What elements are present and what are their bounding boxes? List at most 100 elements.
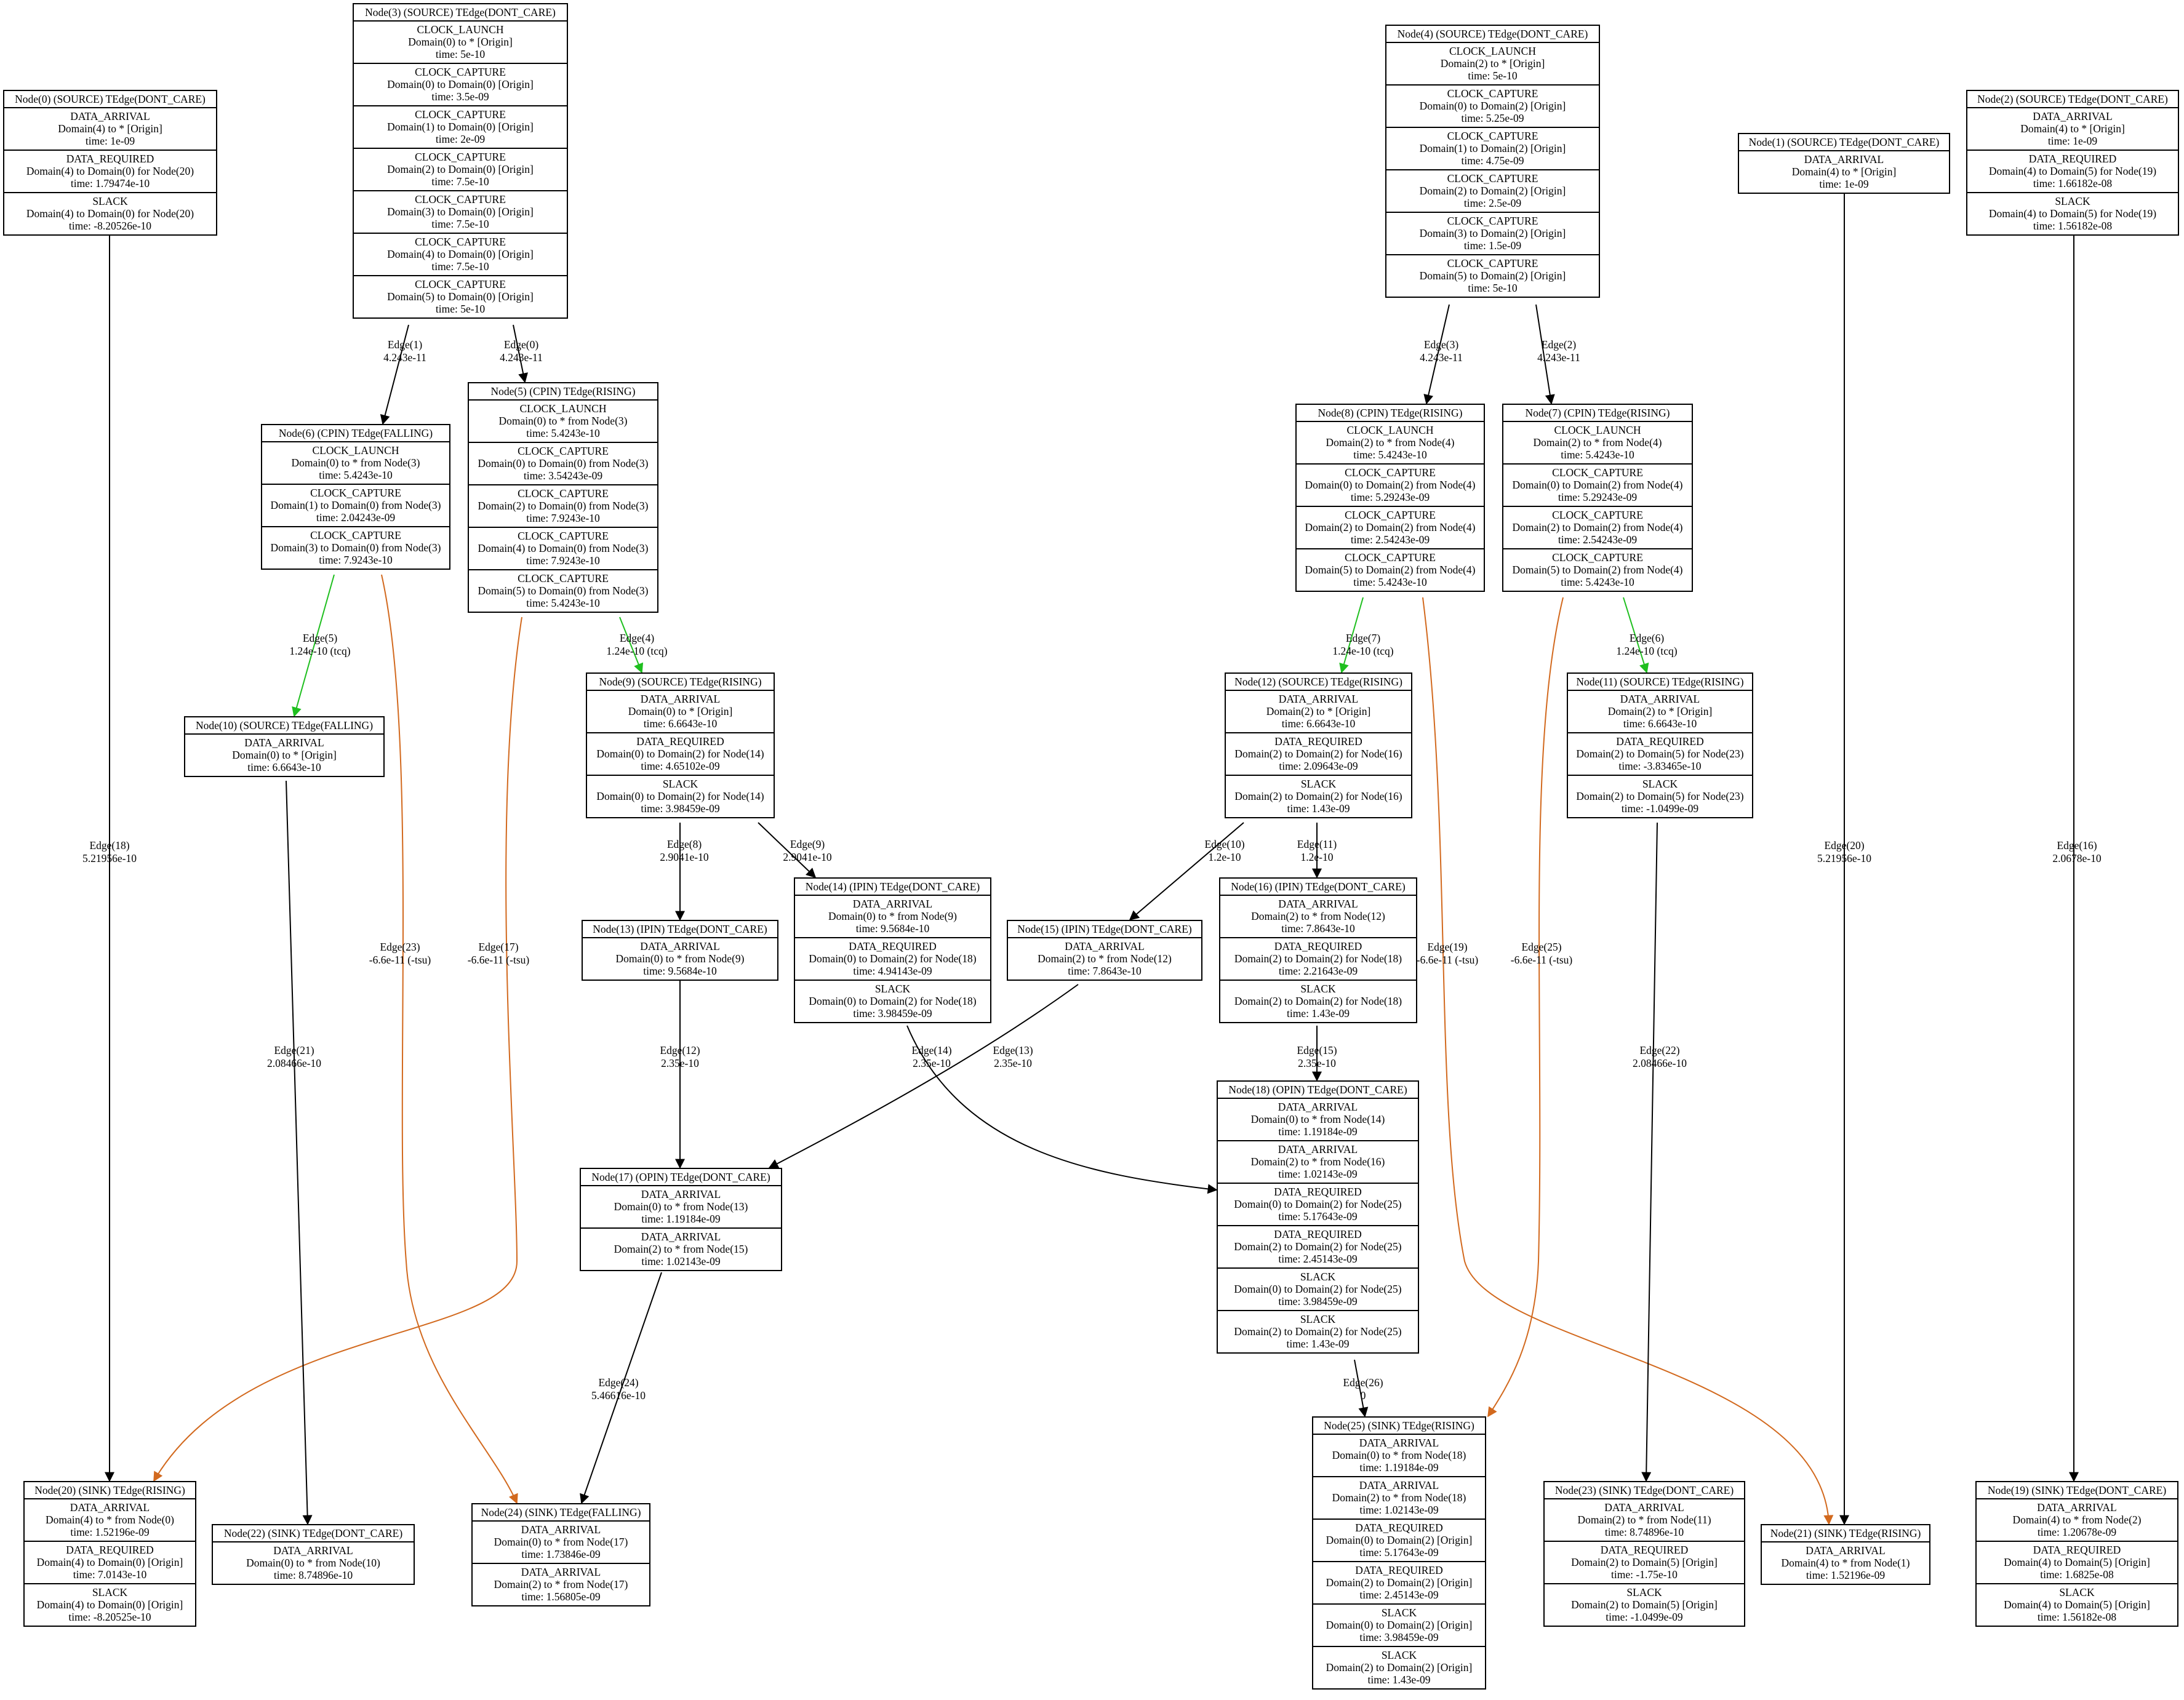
timing-node-22[interactable]: Node(22) (SINK) TEdge(DONT_CARE)DATA_ARR…: [212, 1524, 415, 1585]
edge-15[interactable]: Edge(15)2.35e-10: [1297, 1026, 1337, 1082]
timing-node-5[interactable]: Node(5) (CPIN) TEdge(RISING)CLOCK_LAUNCH…: [468, 382, 658, 613]
edge-line[interactable]: [153, 617, 522, 1482]
edge-9[interactable]: Edge(9)2.9041e-10: [758, 822, 832, 879]
edge-label: Edge(24): [598, 1376, 638, 1389]
edge-23[interactable]: Edge(23)-6.6e-11 (-tsu): [369, 574, 518, 1504]
timing-node-17[interactable]: Node(17) (OPIN) TEdge(DONT_CARE)DATA_ARR…: [580, 1168, 782, 1271]
edge-line[interactable]: [381, 574, 518, 1504]
tag-time: time: 5.4243e-10: [1353, 576, 1427, 588]
edge-25[interactable]: Edge(25)-6.6e-11 (-tsu): [1487, 597, 1572, 1418]
timing-node-14[interactable]: Node(14) (IPIN) TEdge(DONT_CARE)DATA_ARR…: [794, 877, 991, 1023]
tag-time: time: 1.43e-09: [1367, 1674, 1431, 1686]
tag-kind: DATA_REQUIRED: [1274, 1228, 1362, 1240]
edge-delay: 4.243e-11: [383, 351, 426, 364]
edge-5[interactable]: Edge(5)1.24e-10 (tcq): [289, 574, 351, 717]
timing-node-3[interactable]: Node(3) (SOURCE) TEdge(DONT_CARE)CLOCK_L…: [353, 3, 568, 319]
tag-domain: Domain(0) to * from Node(17): [494, 1536, 628, 1548]
edge-line[interactable]: [1535, 304, 1555, 405]
edge-line[interactable]: [1354, 1359, 1369, 1418]
tag-domain: Domain(0) to Domain(2) for Node(14): [596, 748, 764, 760]
edge-24[interactable]: Edge(24)5.46616e-10: [580, 1272, 662, 1504]
timing-node-9[interactable]: Node(9) (SOURCE) TEdge(RISING)DATA_ARRIV…: [586, 672, 775, 818]
timing-node-25[interactable]: Node(25) (SINK) TEdge(RISING)DATA_ARRIVA…: [1312, 1416, 1486, 1690]
edge-line[interactable]: [1422, 597, 1834, 1525]
edge-16[interactable]: Edge(16)2.0678e-10: [2052, 159, 2102, 1482]
edge-label: Edge(2): [1542, 338, 1577, 351]
timing-node-23[interactable]: Node(23) (SINK) TEdge(DONT_CARE)DATA_ARR…: [1543, 1481, 1745, 1627]
tag-domain: Domain(0) to Domain(2) for Node(18): [809, 952, 977, 965]
edge-4[interactable]: Edge(4)1.24e-10 (tcq): [606, 617, 668, 674]
edge-line[interactable]: [758, 822, 817, 879]
timing-node-11[interactable]: Node(11) (SOURCE) TEdge(RISING)DATA_ARRI…: [1567, 672, 1753, 818]
timing-node-16[interactable]: Node(16) (IPIN) TEdge(DONT_CARE)DATA_ARR…: [1219, 877, 1417, 1023]
edge-line[interactable]: [292, 574, 335, 717]
timing-node-0[interactable]: Node(0) (SOURCE) TEdge(DONT_CARE)DATA_AR…: [3, 90, 217, 236]
timing-node-24[interactable]: Node(24) (SINK) TEdge(FALLING)DATA_ARRIV…: [471, 1503, 650, 1606]
timing-node-19[interactable]: Node(19) (SINK) TEdge(DONT_CARE)DATA_ARR…: [1975, 1481, 2178, 1627]
timing-node-12[interactable]: Node(12) (SOURCE) TEdge(RISING)DATA_ARRI…: [1225, 672, 1412, 818]
edge-13[interactable]: Edge(13)2.35e-10: [768, 984, 1079, 1168]
edge-10[interactable]: Edge(10)1.2e-10: [1129, 822, 1245, 921]
timing-node-20[interactable]: Node(20) (SINK) TEdge(RISING)DATA_ARRIVA…: [23, 1481, 196, 1627]
timing-node-2[interactable]: Node(2) (SOURCE) TEdge(DONT_CARE)DATA_AR…: [1966, 90, 2179, 236]
edge-14[interactable]: Edge(14)2.35e-10: [906, 1025, 1218, 1194]
edge-line[interactable]: [1423, 304, 1450, 405]
timing-node-4[interactable]: Node(4) (SOURCE) TEdge(DONT_CARE)CLOCK_L…: [1385, 25, 1600, 298]
edge-delay: -6.6e-11 (-tsu): [1417, 954, 1479, 966]
edge-line[interactable]: [768, 984, 1079, 1168]
tag-kind: CLOCK_CAPTURE: [1552, 509, 1643, 521]
timing-node-6[interactable]: Node(6) (CPIN) TEdge(FALLING)CLOCK_LAUNC…: [261, 424, 450, 570]
edge-line[interactable]: [1487, 597, 1564, 1418]
edge-line[interactable]: [1339, 597, 1364, 674]
edge-19[interactable]: Edge(19)-6.6e-11 (-tsu): [1417, 597, 1834, 1525]
edge-17[interactable]: Edge(17)-6.6e-11 (-tsu): [153, 617, 529, 1482]
edge-line[interactable]: [1129, 822, 1244, 921]
edge-line[interactable]: [580, 1272, 662, 1504]
timing-node-18[interactable]: Node(18) (OPIN) TEdge(DONT_CARE)DATA_ARR…: [1217, 1080, 1419, 1354]
edge-8[interactable]: Edge(8)2.9041e-10: [660, 823, 709, 921]
edge-line[interactable]: [906, 1025, 1218, 1194]
timing-node-8[interactable]: Node(8) (CPIN) TEdge(RISING)CLOCK_LAUNCH…: [1295, 404, 1485, 592]
edge-0[interactable]: Edge(0)4.243e-11: [500, 324, 543, 383]
edge-26[interactable]: Edge(26)0: [1343, 1359, 1383, 1418]
edge-11[interactable]: Edge(11)1.2e-10: [1297, 823, 1337, 879]
edge-22[interactable]: Edge(22)2.08466e-10: [1633, 822, 1687, 1482]
timing-node-15[interactable]: Node(15) (IPIN) TEdge(DONT_CARE)DATA_ARR…: [1007, 920, 1202, 981]
edge-line[interactable]: [1641, 822, 1658, 1482]
timing-node-7[interactable]: Node(7) (CPIN) TEdge(RISING)CLOCK_LAUNCH…: [1502, 404, 1693, 592]
tag-kind: SLACK: [1626, 1586, 1662, 1598]
timing-node-10[interactable]: Node(10) (SOURCE) TEdge(FALLING)DATA_ARR…: [184, 716, 385, 777]
tag-time: time: 7.9243e-10: [526, 554, 600, 567]
tag-domain: Domain(4) to Domain(0) for Node(20): [26, 165, 194, 177]
edge-2[interactable]: Edge(2)4.243e-11: [1535, 304, 1580, 405]
node-title: Node(7) (CPIN) TEdge(RISING): [1503, 405, 1692, 422]
timing-node-13[interactable]: Node(13) (IPIN) TEdge(DONT_CARE)DATA_ARR…: [582, 920, 778, 981]
edge-3[interactable]: Edge(3)4.243e-11: [1420, 304, 1463, 405]
timing-node-1[interactable]: Node(1) (SOURCE) TEdge(DONT_CARE)DATA_AR…: [1738, 133, 1950, 194]
timing-node-21[interactable]: Node(21) (SINK) TEdge(RISING)DATA_ARRIVA…: [1761, 1524, 1930, 1585]
edge-line[interactable]: [1623, 597, 1649, 674]
edge-line[interactable]: [286, 780, 313, 1525]
edge-line[interactable]: [513, 324, 528, 383]
edge-21[interactable]: Edge(21)2.08466e-10: [267, 780, 321, 1525]
edge-1[interactable]: Edge(1)4.243e-11: [380, 324, 426, 425]
edge-6[interactable]: Edge(6)1.24e-10 (tcq): [1616, 597, 1678, 674]
edge-20[interactable]: Edge(20)5.21956e-10: [1817, 159, 1871, 1525]
edge-line[interactable]: [380, 324, 409, 425]
edge-line[interactable]: [619, 617, 644, 674]
tag-kind: CLOCK_CAPTURE: [310, 487, 401, 499]
edge-7[interactable]: Edge(7)1.24e-10 (tcq): [1332, 597, 1394, 674]
edge-18[interactable]: Edge(18)5.21956e-10: [82, 161, 137, 1482]
